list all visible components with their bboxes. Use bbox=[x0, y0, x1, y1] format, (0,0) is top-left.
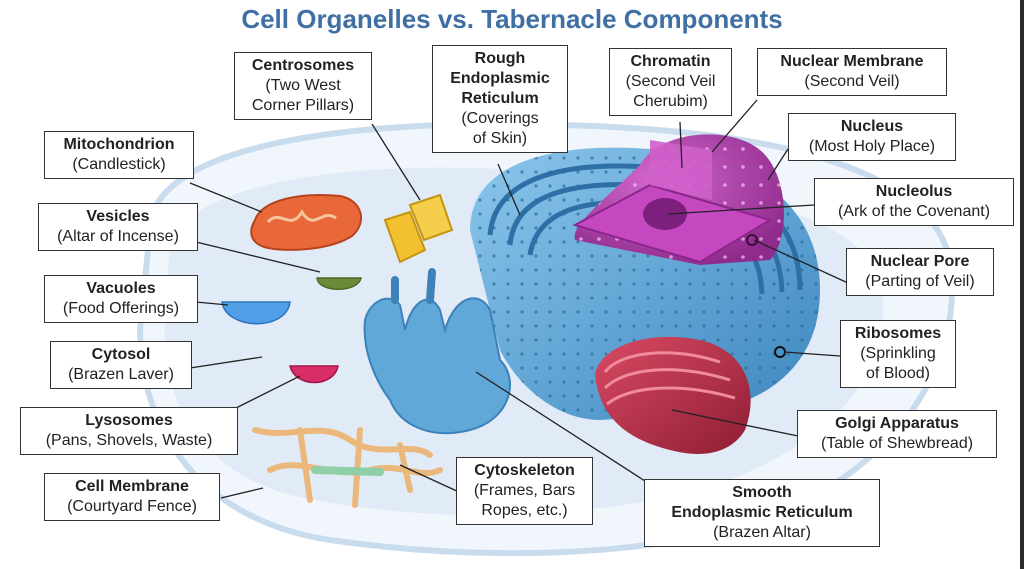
golgi-shape bbox=[595, 336, 751, 454]
diagram-title: Cell Organelles vs. Tabernacle Component… bbox=[241, 4, 783, 34]
label-cell-membrane: Cell Membrane (Courtyard Fence) bbox=[44, 473, 220, 521]
vacuole-shape bbox=[221, 301, 291, 325]
smooth-er-shape bbox=[363, 297, 511, 435]
label-name: Nucleolus bbox=[875, 183, 953, 200]
label-desc: (Ark of the Covenant) bbox=[837, 203, 991, 220]
label-name: Golgi Apparatus bbox=[835, 415, 959, 432]
label-nuclear-membrane: Nuclear Membrane (Second Veil) bbox=[757, 48, 947, 96]
label-desc: (Candlestick) bbox=[72, 156, 166, 173]
label-mitochondrion: Mitochondrion (Candlestick) bbox=[44, 131, 194, 179]
label-chromatin: Chromatin (Second Veil Cherubim) bbox=[609, 48, 732, 116]
label-name: Nuclear Membrane bbox=[780, 53, 924, 70]
label-desc: (Frames, Bars Ropes, etc.) bbox=[473, 482, 576, 519]
label-desc: (Brazen Laver) bbox=[68, 366, 174, 383]
label-cytoskeleton: Cytoskeleton (Frames, Bars Ropes, etc.) bbox=[456, 457, 593, 525]
right-edge-bar bbox=[1020, 0, 1024, 569]
label-rough-er: Rough Endoplasmic Reticulum (Coverings o… bbox=[432, 45, 568, 153]
label-vacuoles: Vacuoles (Food Offerings) bbox=[44, 275, 198, 323]
label-name: Mitochondrion bbox=[63, 136, 175, 153]
label-name: Centrosomes bbox=[251, 57, 355, 74]
label-name: Smooth Endoplasmic Reticulum bbox=[671, 484, 853, 521]
label-desc: (Second Veil Cherubim) bbox=[625, 73, 716, 110]
label-desc: (Pans, Shovels, Waste) bbox=[45, 432, 213, 449]
label-vesicles: Vesicles (Altar of Incense) bbox=[38, 203, 198, 251]
label-desc: (Two West Corner Pillars) bbox=[251, 77, 355, 114]
label-name: Nuclear Pore bbox=[870, 253, 970, 270]
label-nuclear-pore: Nuclear Pore (Parting of Veil) bbox=[846, 248, 994, 296]
label-desc: (Sprinkling of Blood) bbox=[860, 345, 936, 382]
label-desc: (Courtyard Fence) bbox=[67, 498, 197, 515]
vesicle-shape bbox=[316, 277, 362, 290]
label-golgi: Golgi Apparatus (Table of Shewbread) bbox=[797, 410, 997, 458]
label-cytosol: Cytosol (Brazen Laver) bbox=[50, 341, 192, 389]
label-desc: (Food Offerings) bbox=[62, 300, 180, 317]
cytoskeleton-shape bbox=[252, 427, 443, 508]
label-desc: (Most Holy Place) bbox=[808, 138, 936, 155]
label-ribosomes: Ribosomes (Sprinkling of Blood) bbox=[840, 320, 956, 388]
label-name: Lysosomes bbox=[85, 412, 173, 429]
label-lysosomes: Lysosomes (Pans, Shovels, Waste) bbox=[20, 407, 238, 455]
label-smooth-er: Smooth Endoplasmic Reticulum (Brazen Alt… bbox=[644, 479, 880, 547]
label-name: Nucleus bbox=[840, 118, 904, 135]
label-name: Vacuoles bbox=[86, 280, 156, 297]
label-desc: (Table of Shewbread) bbox=[820, 435, 974, 452]
label-name: Rough Endoplasmic Reticulum bbox=[450, 50, 550, 107]
label-name: Vesicles bbox=[86, 208, 150, 225]
label-centrosomes: Centrosomes (Two West Corner Pillars) bbox=[234, 52, 372, 120]
lysosome-shape bbox=[289, 365, 339, 384]
label-desc: (Altar of Incense) bbox=[57, 228, 179, 245]
label-name: Cell Membrane bbox=[75, 478, 189, 495]
leader-lines bbox=[189, 99, 849, 499]
label-name: Chromatin bbox=[630, 53, 711, 70]
label-name: Ribosomes bbox=[854, 325, 942, 342]
centrosome-shape bbox=[383, 193, 454, 264]
label-nucleus: Nucleus (Most Holy Place) bbox=[788, 113, 956, 161]
label-name: Cytosol bbox=[91, 346, 151, 363]
mitochondrion-shape bbox=[250, 194, 362, 251]
label-desc: (Brazen Altar) bbox=[713, 524, 811, 541]
label-name: Cytoskeleton bbox=[474, 462, 575, 479]
nucleus-shape bbox=[572, 134, 784, 265]
label-desc: (Parting of Veil) bbox=[865, 273, 975, 290]
label-desc: (Second Veil) bbox=[804, 73, 900, 90]
label-nucleolus: Nucleolus (Ark of the Covenant) bbox=[814, 178, 1014, 226]
label-desc: (Coverings of Skin) bbox=[461, 110, 539, 147]
